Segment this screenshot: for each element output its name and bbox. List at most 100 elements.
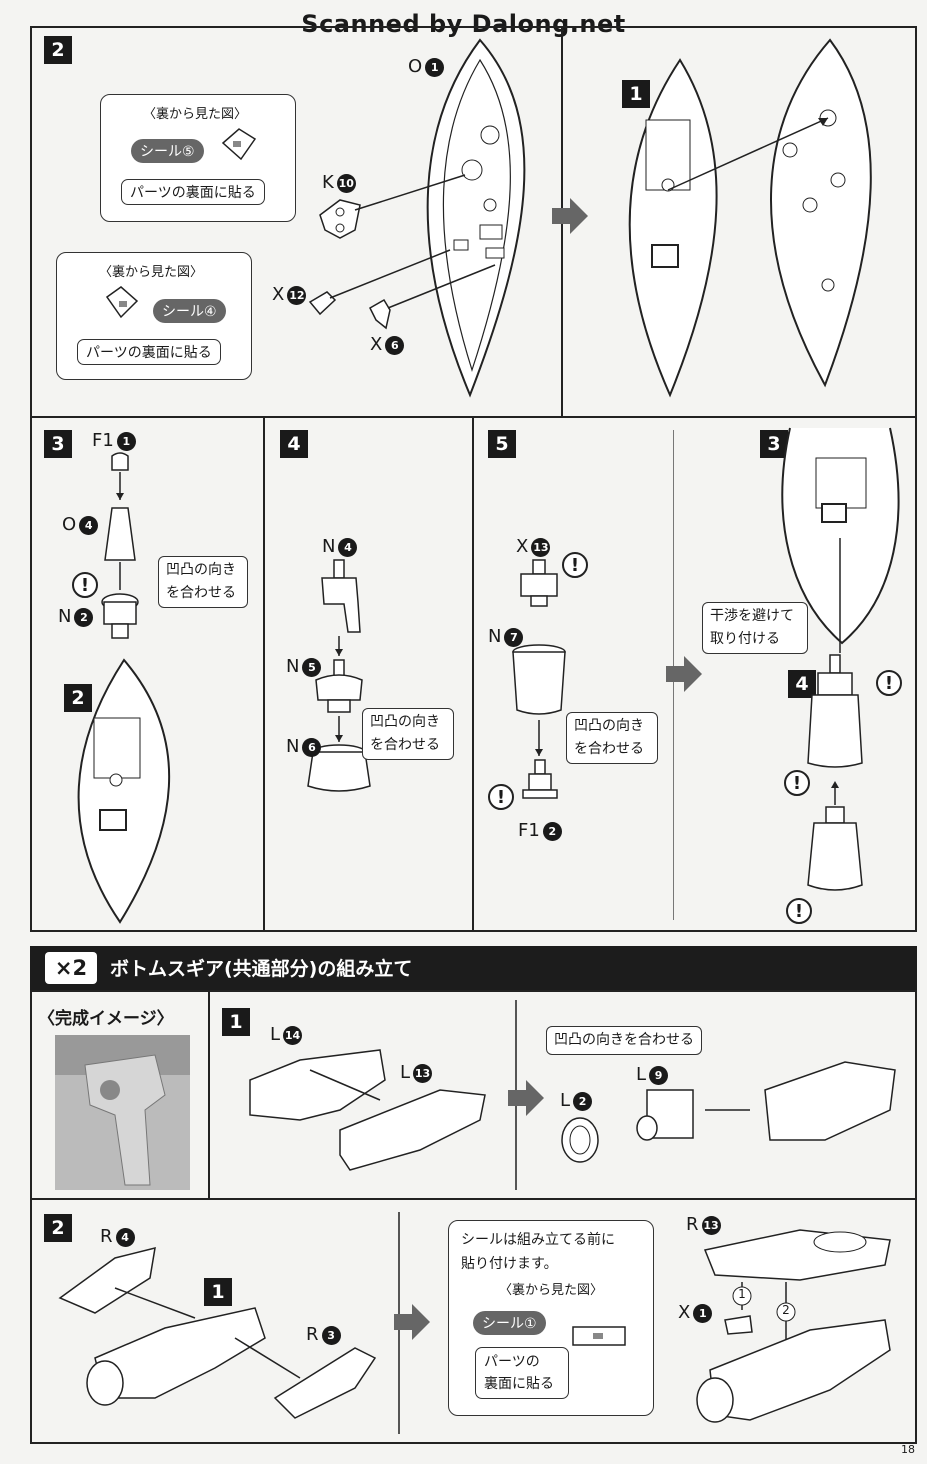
part-letter: R	[306, 1324, 319, 1345]
shell-assembled-right	[770, 38, 872, 388]
part-letter: L	[636, 1064, 647, 1085]
callout-back-view-a: 〈裏から見た図〉 シール⑤ パーツの裏面に貼る	[100, 94, 296, 222]
thruster-assembly-drawing	[807, 654, 863, 891]
part-x6-drawing	[369, 298, 391, 330]
caution-icon: !	[784, 770, 810, 796]
callout-title: 〈裏から見た図〉	[99, 265, 204, 280]
part-letter: L	[560, 1090, 571, 1111]
next-arrow-icon	[552, 198, 588, 234]
watermark: Scanned by Dalong.net	[301, 10, 626, 38]
part-number: 1	[116, 432, 136, 451]
next-arrow-icon	[394, 1304, 430, 1340]
arrow-k10	[354, 174, 466, 211]
part-number: 12	[287, 286, 307, 305]
order-1-label: 1	[738, 1287, 746, 1301]
part-number: 4	[115, 1228, 135, 1247]
part-letter: N	[58, 606, 72, 627]
step3-parts-drawing	[101, 452, 139, 639]
part-number: 6	[302, 738, 322, 757]
arrow-assembly	[667, 117, 829, 191]
step3-badge: 3	[44, 430, 72, 458]
caution-icon: !	[488, 784, 514, 810]
step2-sub-badge: 1	[622, 80, 650, 108]
note-line-1: シールは組み立てる前に	[461, 1232, 615, 1248]
part-letter: K	[322, 172, 334, 193]
divider-3-4	[263, 418, 265, 930]
part-x12-drawing	[308, 291, 337, 316]
part-number: 6	[385, 336, 405, 355]
part-letter: F1	[92, 430, 114, 451]
part-letter: X	[370, 334, 383, 355]
part-k10-drawing	[319, 199, 361, 239]
row4-frame	[30, 1198, 917, 1444]
callout-align-notch: 凹凸の向き を合わせる	[158, 556, 248, 608]
caution-icon: !	[72, 572, 98, 598]
part-number: 1	[693, 1304, 713, 1323]
step5-badge: 5	[488, 430, 516, 458]
part-letter: R	[686, 1214, 699, 1235]
callout-align-notch: 凹凸の向きを合わせる	[546, 1026, 702, 1055]
part-letter: X	[516, 536, 529, 557]
b-step2-final-drawing	[696, 1229, 891, 1423]
step5-shell-drawing	[781, 427, 900, 653]
callout-title: 〈裏から見た図〉	[143, 107, 248, 122]
part-letter: N	[488, 626, 502, 647]
step3-shell-drawing	[77, 658, 171, 924]
part-number: 14	[283, 1026, 303, 1045]
divider-image	[208, 992, 210, 1198]
caution-icon: !	[562, 552, 588, 578]
b-step1-badge: 1	[222, 1008, 250, 1036]
part-letter: R	[100, 1226, 113, 1247]
sticker-5-label: シール⑤	[131, 139, 204, 163]
part-letter: N	[286, 736, 300, 757]
step5-sub-badge-4: 4	[788, 670, 816, 698]
part-number: 2	[74, 608, 94, 627]
b-step2-sub-badge: 1	[204, 1278, 232, 1306]
step2-badge: 2	[44, 36, 72, 64]
step3-sub-badge: 2	[64, 684, 92, 712]
b-step2-badge: 2	[44, 1214, 72, 1242]
finished-image-label: 〈完成イメージ〉	[38, 1009, 174, 1029]
part-number: 13	[413, 1064, 433, 1083]
part-number: 3	[321, 1326, 341, 1345]
note-line-2: 貼り付けます。	[461, 1256, 558, 1272]
order-2-label: 2	[782, 1303, 790, 1317]
part-letter: F1	[518, 820, 540, 841]
part-number: 4	[79, 516, 99, 535]
caution-icon: !	[786, 898, 812, 924]
step4-badge: 4	[280, 430, 308, 458]
part-letter: L	[270, 1024, 281, 1045]
sticker-instruction-box: パーツの 裏面に貼る	[475, 1347, 569, 1399]
part-letter: O	[62, 514, 77, 535]
callout-avoid-interference: 干渉を避けて 取り付ける	[702, 602, 808, 654]
b-step1-assembly-drawing	[561, 1061, 896, 1163]
step4-parts-drawing	[307, 559, 371, 792]
caution-icon: !	[876, 670, 902, 696]
callout-back-view-b: 〈裏から見た図〉 シール④ パーツの裏面に貼る	[56, 252, 252, 380]
part-number: 13	[531, 538, 551, 557]
sticker-note-panel: シールは組み立てる前に 貼り付けます。 〈裏から見た図〉 シール① パーツの 裏…	[448, 1220, 654, 1416]
sticker-text-line-1: パーツの	[484, 1354, 540, 1370]
next-arrow-icon	[666, 656, 702, 692]
callout-align-notch: 凹凸の向き を合わせる	[566, 712, 658, 764]
part-number: 1	[425, 58, 445, 77]
shield-shell-drawing	[426, 38, 526, 398]
shell-assembled-left	[628, 58, 718, 398]
part-letter: N	[322, 536, 336, 557]
step5-sub-badge-3: 3	[760, 430, 788, 458]
page-number: 18	[901, 1443, 915, 1456]
callout-text-box: パーツの裏面に貼る	[77, 339, 221, 365]
